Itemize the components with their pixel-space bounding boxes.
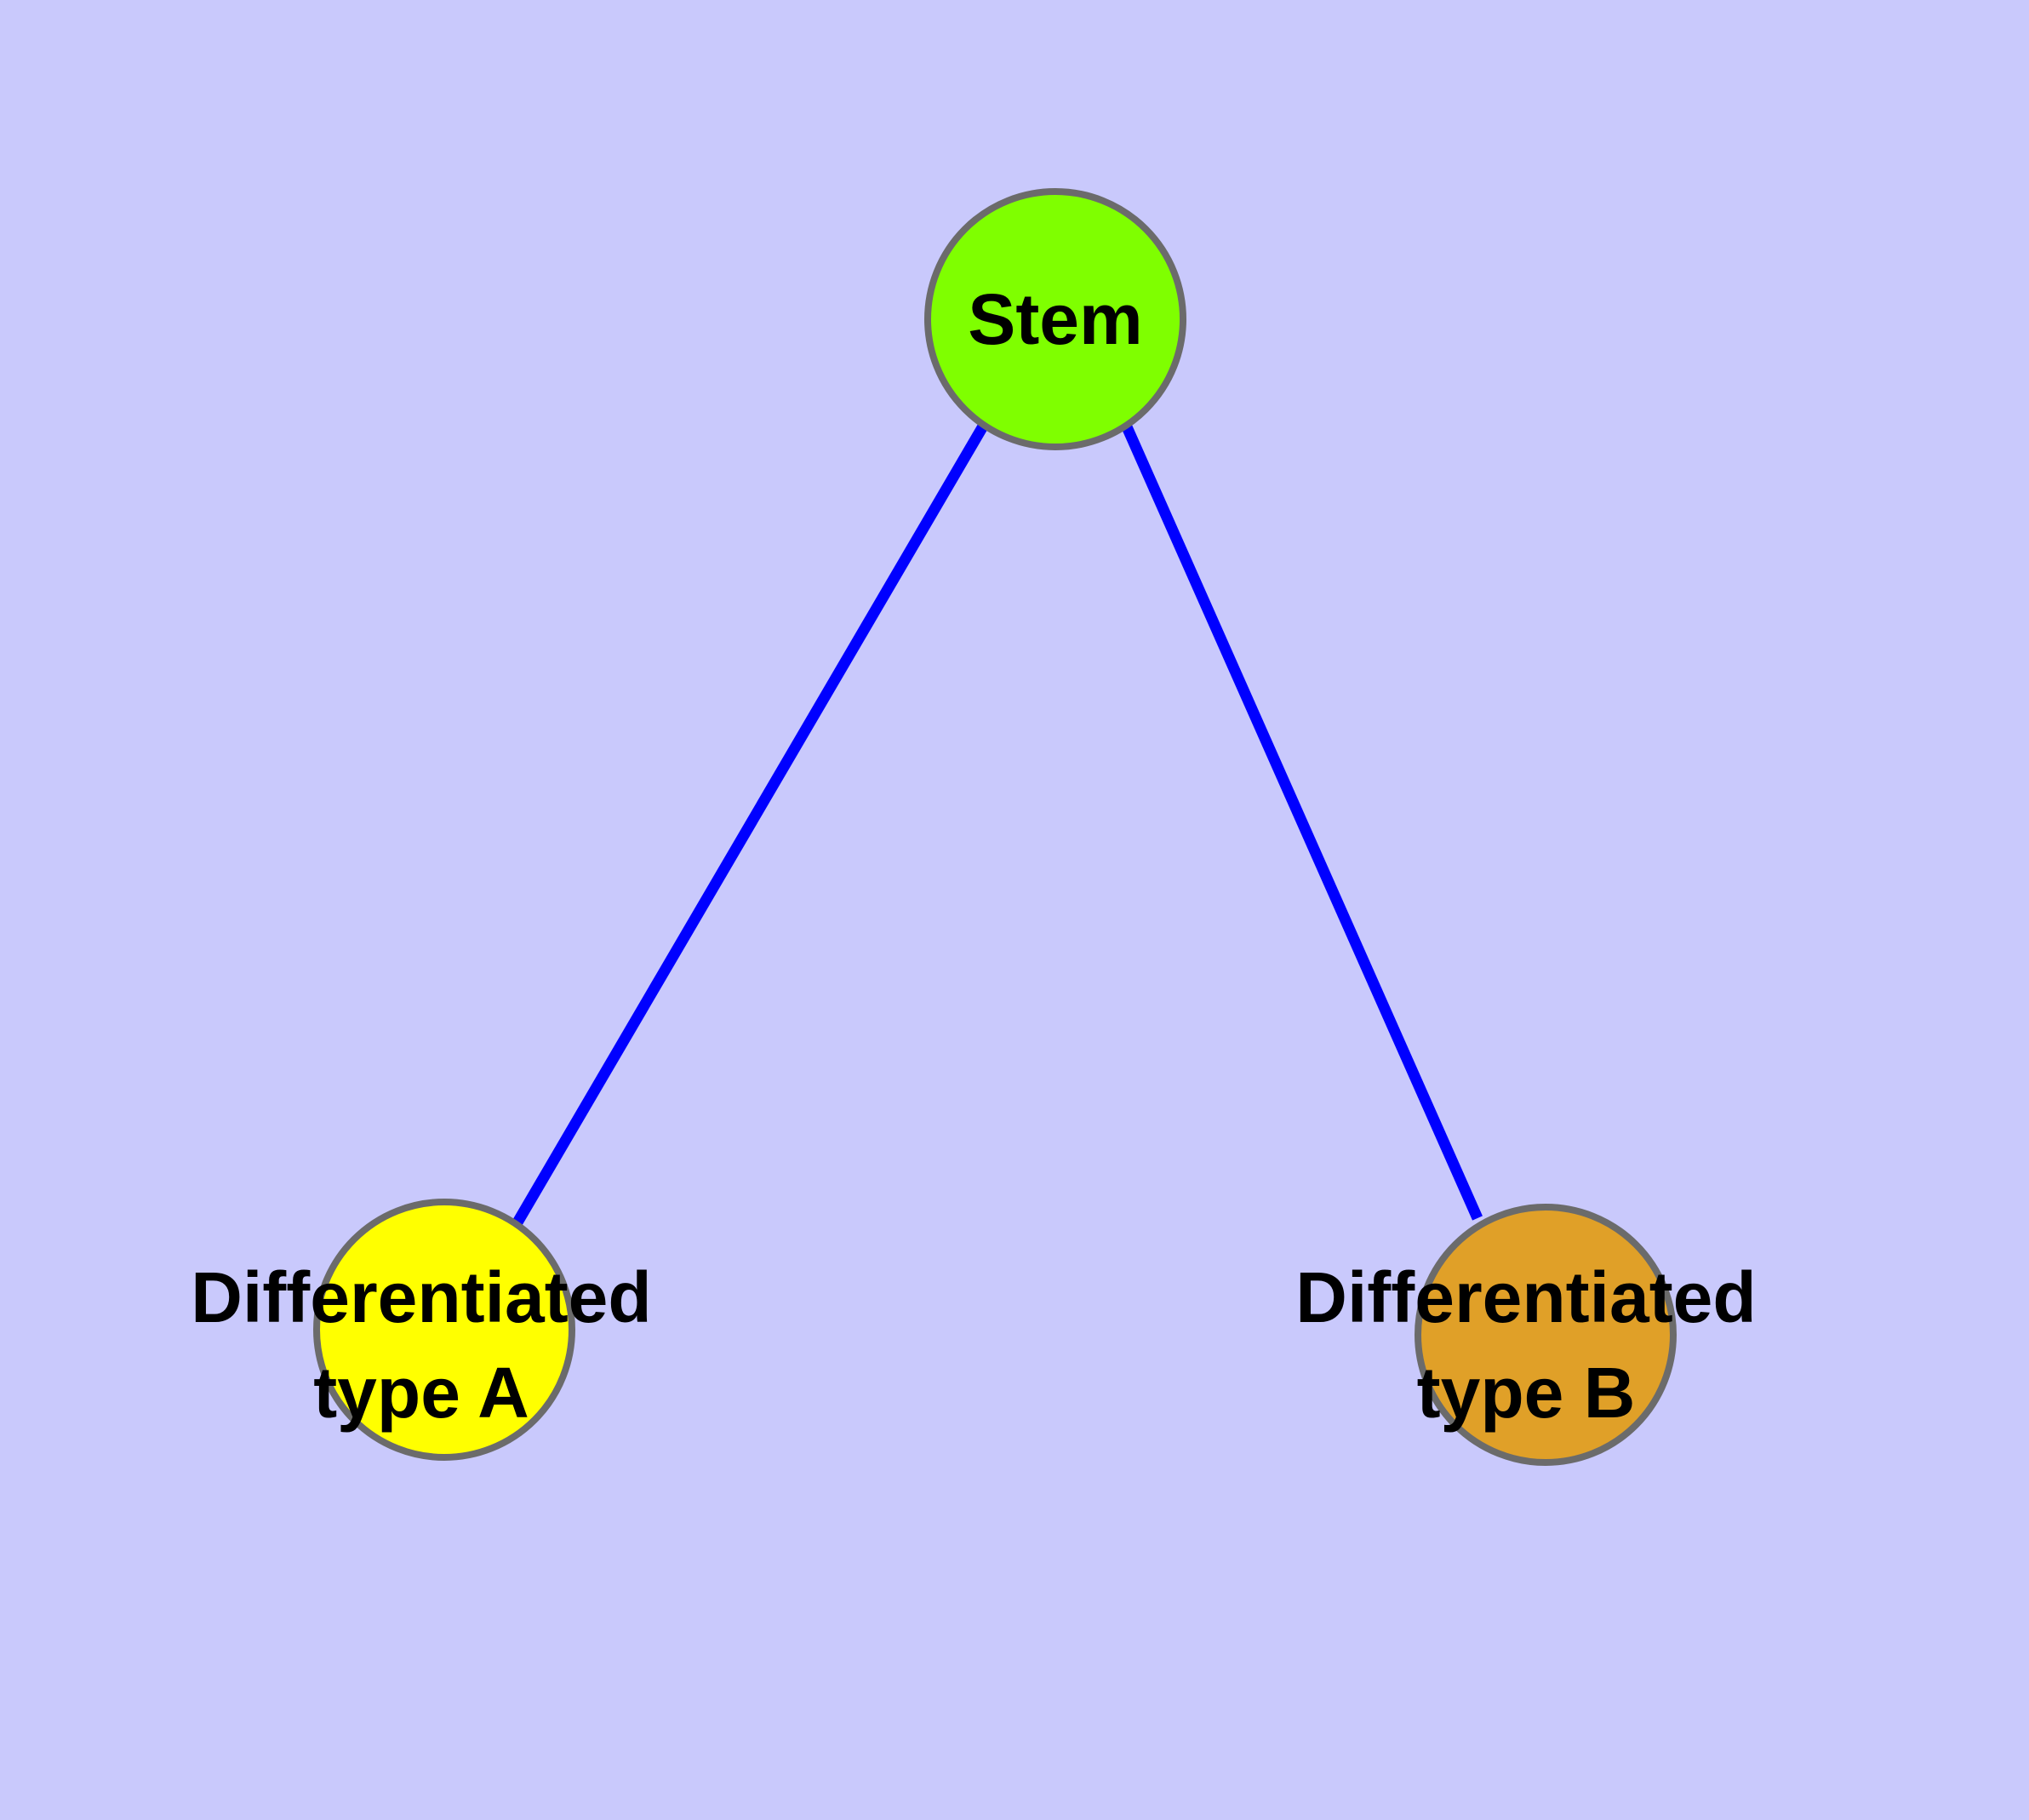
nodes-layer: Stem Differentiated type A Differentiate…	[191, 188, 1757, 1466]
node-differentiated-type-a-label-line2: type A	[313, 1353, 529, 1433]
edges-layer	[512, 421, 1483, 1226]
node-stem-label: Stem	[968, 279, 1142, 359]
node-stem-circle[interactable]	[924, 188, 1186, 450]
node-differentiated-type-a[interactable]: Differentiated type A	[191, 1199, 652, 1461]
node-differentiated-type-b-label-line2: type B	[1417, 1353, 1636, 1433]
node-differentiated-type-a-circle[interactable]	[313, 1199, 575, 1461]
node-differentiated-type-b-label-line1: Differentiated	[1295, 1257, 1756, 1337]
edge-stem-to-differentiated-type-b[interactable]	[1120, 421, 1483, 1221]
edge-stem-to-differentiated-type-a[interactable]	[512, 421, 989, 1226]
node-differentiated-type-b[interactable]: Differentiated type B	[1295, 1204, 1757, 1466]
node-stem[interactable]: Stem	[924, 188, 1186, 450]
node-differentiated-type-a-label-line1: Differentiated	[191, 1257, 651, 1337]
node-differentiated-type-b-circle[interactable]	[1415, 1204, 1677, 1466]
